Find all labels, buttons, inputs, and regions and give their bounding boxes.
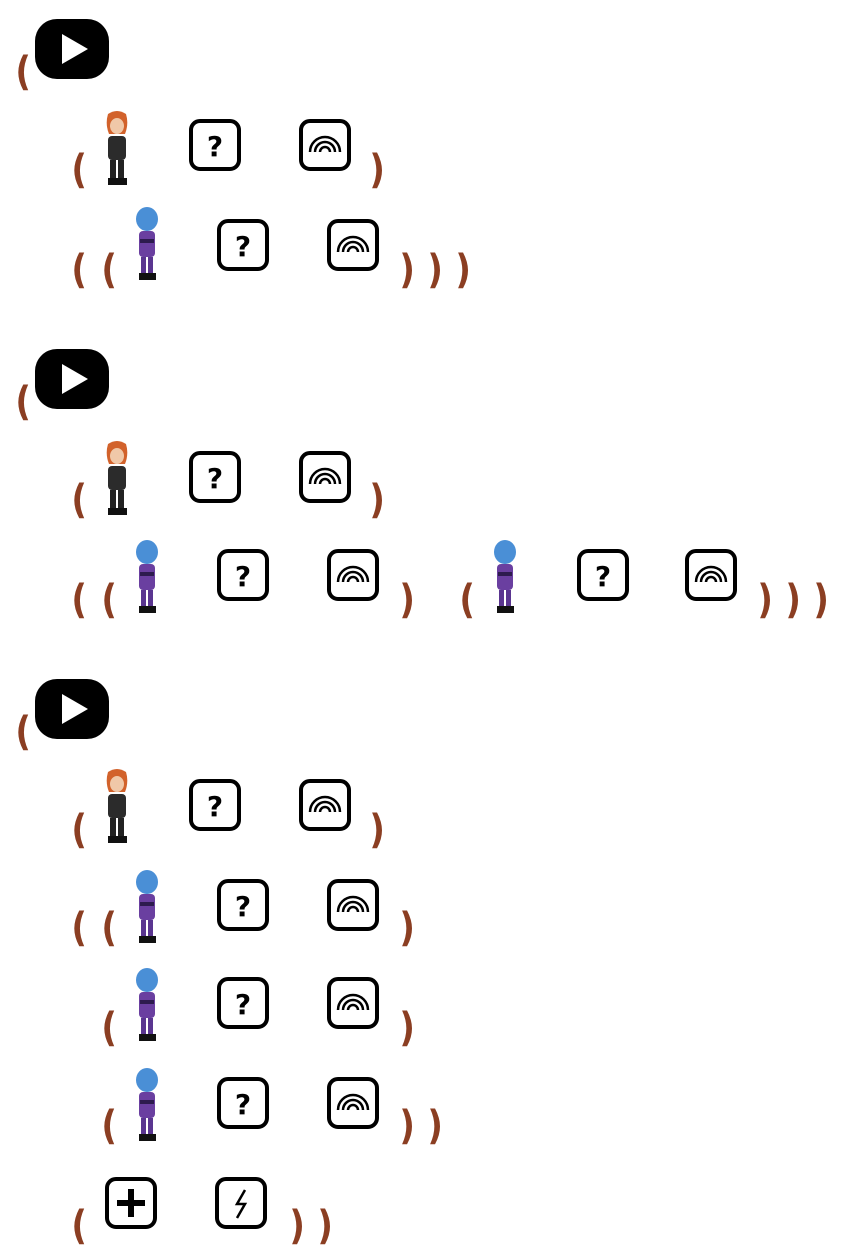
svg-text:?: ? [235,890,251,923]
red-haired-character-icon[interactable] [98,768,136,846]
close-paren: ) [369,477,385,523]
red-haired-character-icon[interactable] [98,110,136,188]
question-mark-icon[interactable]: ? [188,450,242,504]
blue-skinned-character-icon[interactable] [128,205,166,283]
open-paren: ( [15,379,31,425]
svg-text:?: ? [207,462,223,495]
question-mark-icon[interactable]: ? [216,218,270,272]
rainbow-icon[interactable] [326,878,380,932]
svg-text:?: ? [595,560,611,593]
blue-skinned-character-icon[interactable] [128,538,166,616]
open-paren: ( [71,1203,87,1249]
open-paren: ( [101,905,117,951]
open-paren: ( [101,1103,117,1149]
close-paren: ) [399,577,415,623]
close-paren: ) [369,807,385,853]
svg-text:?: ? [235,988,251,1021]
rainbow-icon[interactable] [298,450,352,504]
question-mark-icon[interactable]: ? [216,878,270,932]
close-paren: ) [455,247,471,293]
red-haired-character-icon[interactable] [98,440,136,518]
rainbow-icon[interactable] [326,548,380,602]
close-paren: ) [399,1005,415,1051]
open-paren: ( [459,577,475,623]
play-button-icon[interactable] [34,348,110,410]
open-paren: ( [15,709,31,755]
blue-skinned-character-icon[interactable] [128,868,166,946]
close-paren: ) [369,147,385,193]
question-mark-icon[interactable]: ? [188,778,242,832]
play-button-icon[interactable] [34,678,110,740]
play-button-icon[interactable] [34,18,110,80]
open-paren: ( [71,905,87,951]
svg-text:?: ? [235,230,251,263]
svg-text:?: ? [235,560,251,593]
open-paren: ( [71,577,87,623]
open-paren: ( [101,1005,117,1051]
rainbow-icon[interactable] [326,976,380,1030]
rainbow-icon[interactable] [298,778,352,832]
open-paren: ( [71,807,87,853]
rainbow-icon[interactable] [326,1076,380,1130]
rainbow-icon[interactable] [298,118,352,172]
close-paren: ) [757,577,773,623]
close-paren: ) [289,1203,305,1249]
open-paren: ( [71,477,87,523]
lightning-icon[interactable] [214,1176,268,1230]
question-mark-icon[interactable]: ? [216,976,270,1030]
rainbow-icon[interactable] [326,218,380,272]
plus-icon[interactable] [104,1176,158,1230]
close-paren: ) [813,577,829,623]
question-mark-icon[interactable]: ? [216,1076,270,1130]
rainbow-icon[interactable] [684,548,738,602]
close-paren: ) [399,1103,415,1149]
blue-skinned-character-icon[interactable] [486,538,524,616]
svg-text:?: ? [207,790,223,823]
close-paren: ) [399,905,415,951]
svg-text:?: ? [207,130,223,163]
question-mark-icon[interactable]: ? [576,548,630,602]
question-mark-icon[interactable]: ? [216,548,270,602]
blue-skinned-character-icon[interactable] [128,1066,166,1144]
question-mark-icon[interactable]: ? [188,118,242,172]
close-paren: ) [785,577,801,623]
close-paren: ) [427,247,443,293]
open-paren: ( [71,147,87,193]
close-paren: ) [317,1203,333,1249]
open-paren: ( [71,247,87,293]
close-paren: ) [399,247,415,293]
open-paren: ( [101,247,117,293]
blue-skinned-character-icon[interactable] [128,966,166,1044]
open-paren: ( [101,577,117,623]
svg-text:?: ? [235,1088,251,1121]
open-paren: ( [15,49,31,95]
close-paren: ) [427,1103,443,1149]
